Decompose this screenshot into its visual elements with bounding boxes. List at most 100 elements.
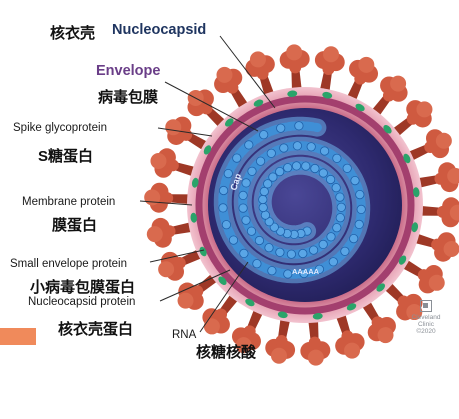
- spike-protein: [279, 44, 310, 94]
- nucleocapsid-protein-bead: [275, 247, 285, 257]
- envelope-cn-label: 病毒包膜: [98, 89, 159, 106]
- nucleocapsid-protein-bead: [241, 178, 251, 188]
- nucleocapsid-protein-bead: [259, 130, 269, 140]
- nucleocapsid-protein-bead: [318, 168, 328, 178]
- nucleocapsid-protein-bead: [238, 190, 248, 200]
- nucleocapsid-protein-bead: [335, 192, 345, 202]
- membrane-protein: [253, 99, 264, 107]
- nucleocapsid-protein-bead: [294, 121, 304, 131]
- nucleocapsid-protein-bead: [336, 202, 346, 212]
- membrane-protein: [398, 255, 407, 265]
- spike-protein: [300, 316, 331, 366]
- nucleocapsid-protein-bead: [275, 167, 285, 177]
- nucleocapsid-protein-bead: [252, 259, 262, 269]
- nucleocapsid-protein-bead: [260, 210, 270, 220]
- accent-bar: [0, 328, 36, 345]
- nucleocapsid-protein-bead: [247, 166, 257, 176]
- membrane-protein: [403, 153, 411, 164]
- membrane-protein: [218, 276, 227, 285]
- logo-line-2: Clinic: [418, 321, 434, 328]
- logo-line-3: ©2020: [416, 328, 436, 335]
- spike-protein: [177, 271, 221, 310]
- nucleocapsid-protein-bead: [263, 179, 273, 189]
- membrane-protein: [199, 246, 207, 257]
- membrane-protein: [245, 298, 255, 307]
- logo-line-1: Cleveland: [411, 314, 441, 321]
- rna-cn-label: 核糖核酸: [196, 344, 257, 361]
- small-envelope-cn-label: 小病毒包膜蛋白: [30, 279, 136, 296]
- nucleocapsid-protein-bead: [292, 141, 302, 151]
- nucleocapsid-protein-bead: [283, 163, 293, 173]
- spike-protein: [416, 197, 459, 228]
- nucleocapsid-protein-bead: [239, 248, 249, 258]
- spike-protein: [144, 182, 194, 213]
- nucleocapsid-protein-bead: [306, 142, 316, 152]
- nucleocapsid-protein-bead: [221, 220, 231, 230]
- spike-protein: [413, 162, 459, 193]
- nucleocapsid-protein-bead: [342, 163, 352, 173]
- membrane-cn-label: 膜蛋白: [52, 217, 98, 234]
- nucleocapsid-protein-bead: [228, 235, 239, 245]
- nucleocapsid-protein-bead: [355, 190, 365, 200]
- nucleocapsid-protein-bead: [218, 203, 228, 213]
- nucleocapsid-protein-bead: [264, 243, 274, 253]
- membrane-protein: [203, 145, 212, 155]
- membrane-protein: [322, 91, 333, 99]
- nucleocapsid-protein-bead: [223, 169, 233, 179]
- nucleocapsid-protein-bead: [340, 246, 350, 256]
- nucleocapsid-protein-bead: [308, 245, 319, 255]
- nucleocapsid-protein-bead: [299, 268, 309, 279]
- nucleocapsid-protein-bead: [276, 123, 286, 133]
- membrane-protein: [190, 212, 197, 223]
- spike-cn-label: S糖蛋白: [38, 148, 94, 165]
- nucleocapsid-protein-bead: [314, 264, 324, 274]
- nucleocapsid-protein-bead: [350, 176, 360, 186]
- membrane-protein: [383, 125, 392, 134]
- nucleocapsid-protein-bead: [268, 172, 278, 182]
- membrane-protein: [411, 222, 419, 233]
- nucleocapsid-protein-bead: [349, 234, 359, 244]
- membrane-protein: [376, 283, 385, 292]
- nucleocapsid-protein-bead: [266, 148, 276, 158]
- nucleocapsid-protein-bead: [325, 174, 336, 185]
- envelope-band: [195, 95, 415, 315]
- nucleocapsid-protein-bead: [291, 161, 302, 171]
- nucleocapsid-protein-bead: [310, 163, 320, 174]
- membrane-protein: [312, 313, 323, 320]
- nucleocapsid-protein-bead: [255, 156, 266, 166]
- membrane-protein: [413, 187, 420, 198]
- nucleocapsid-protein-bead: [283, 269, 293, 279]
- nucleocapsid-protein-bead: [301, 161, 311, 171]
- membrane-protein-layer: [190, 90, 420, 320]
- membrane-protein: [346, 303, 357, 311]
- nucleocapsid-protein-bead: [331, 183, 341, 193]
- membrane-en-label: Membrane protein: [22, 196, 116, 208]
- nucleocapsid-protein-bead: [318, 239, 328, 249]
- nucleocapsid-protein-bead: [328, 257, 338, 267]
- nucleocapsid-protein-bead: [259, 186, 269, 197]
- small-envelope-en-label: Small envelope protein: [10, 258, 127, 270]
- nucleocapsid-protein-bead: [326, 232, 336, 242]
- spike-protein: [187, 89, 229, 131]
- cleveland-clinic-logo: Cleveland Clinic ©2020: [406, 300, 446, 335]
- nucleocapsid-protein-beads: [218, 121, 366, 279]
- spike-protein: [359, 297, 396, 344]
- nucleocapsid-protein-bead: [246, 226, 257, 236]
- membrane-protein: [277, 311, 288, 319]
- logo-mark: [420, 300, 432, 312]
- nucleocapsid-protein-bead: [354, 219, 364, 229]
- nucleocapsid-protein-bead: [232, 153, 242, 163]
- nucleocapsid-protein-bead: [298, 248, 308, 259]
- nucleocapsid-protein-bead: [258, 202, 268, 213]
- membrane-protein: [355, 103, 365, 112]
- spike-protein: [231, 305, 265, 354]
- nucleocapsid-protein-bead: [319, 146, 330, 156]
- nucleocapsid-protein-bead: [279, 143, 289, 153]
- nucleocapsid-protein-bead: [332, 153, 342, 163]
- spike-protein: [146, 217, 197, 248]
- nucleocapsid-cn-label: 核衣壳: [50, 25, 96, 42]
- membrane-protein: [191, 177, 199, 188]
- nucleocapsid-protein-bead: [241, 215, 251, 225]
